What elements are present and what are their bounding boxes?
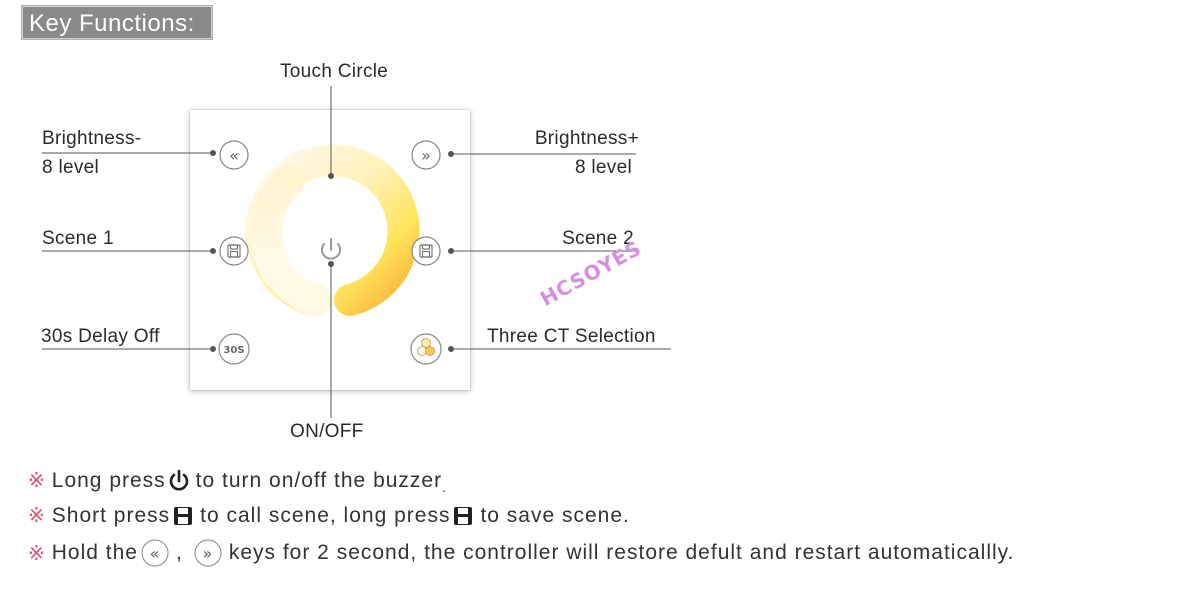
- note1-text-b: to turn on/off the buzzer: [195, 468, 443, 492]
- note-buzzer: ※ Long press to turn on/off the buzzer .: [28, 468, 447, 495]
- touch-circle-ring: [245, 144, 420, 316]
- save-icon: [174, 506, 193, 525]
- scene1-label: Scene 1: [42, 228, 114, 249]
- touch-circle-label: Touch Circle: [280, 61, 389, 82]
- svg-text:»: »: [202, 544, 213, 563]
- svg-text:«: «: [150, 544, 161, 563]
- note1-text-c: .: [442, 478, 447, 495]
- scene2-label: Scene 2: [562, 228, 634, 249]
- note-mark: ※: [28, 505, 46, 527]
- brightness-plus-label: Brightness+: [534, 128, 639, 149]
- on-off-label: ON/OFF: [290, 421, 364, 442]
- three-ct-label: Three CT Selection: [487, 326, 656, 347]
- note-mark: ※: [28, 470, 46, 492]
- brightness-minus-icon: «: [141, 539, 169, 567]
- note-scene: ※ Short press to call scene, long press …: [28, 503, 630, 528]
- note-reset: ※ Hold the « , » keys for 2 second, the …: [28, 538, 1014, 568]
- timer-icon: 30S: [218, 333, 250, 365]
- note2-text-c: to save scene.: [480, 503, 630, 527]
- svg-text:»: »: [421, 146, 431, 165]
- delay-off-label: 30s Delay Off: [41, 326, 160, 347]
- brightness-plus-level-label: 8 level: [574, 157, 632, 178]
- note3-text-a: Hold the: [51, 541, 138, 564]
- note3-text-c: keys for 2 second, the controller will r…: [228, 541, 1015, 564]
- color-temperature-icon: [410, 333, 442, 365]
- brightness-minus-level-label: 8 level: [42, 157, 100, 178]
- brightness-plus-icon: »: [411, 140, 441, 170]
- power-icon: [321, 238, 341, 260]
- scene1-save-icon: [219, 236, 249, 266]
- note2-text-b: to call scene, long press: [200, 503, 451, 527]
- section-title: Key Functions:: [22, 6, 212, 39]
- brightness-plus-icon: »: [194, 539, 222, 567]
- note1-text-a: Long press: [51, 468, 166, 492]
- brightness-minus-label: Brightness-: [42, 128, 142, 149]
- scene2-save-icon: [411, 236, 441, 266]
- svg-text:«: «: [229, 146, 239, 165]
- delay-button-text: 30S: [223, 345, 244, 356]
- save-icon: [454, 506, 473, 525]
- power-icon: [169, 469, 188, 490]
- brightness-minus-icon: «: [219, 140, 249, 170]
- note3-text-b: ,: [175, 541, 183, 564]
- note2-text-a: Short press: [51, 503, 171, 527]
- note-mark: ※: [28, 542, 46, 565]
